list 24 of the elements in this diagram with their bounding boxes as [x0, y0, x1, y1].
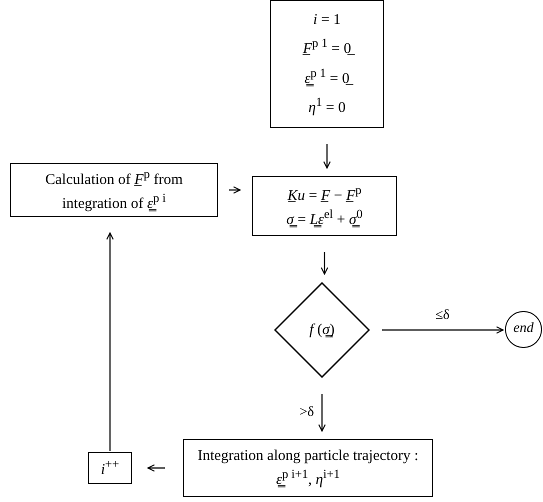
arrow: [147, 464, 165, 472]
decision-diamond: [274, 282, 370, 378]
end-circle: [505, 311, 542, 348]
equation-box: [252, 176, 397, 236]
init-box: [270, 0, 384, 128]
arrow: [320, 252, 328, 275]
arrow: [229, 186, 241, 194]
formula-text: Integration along particle trajectory :: [198, 446, 418, 466]
process-box: [183, 439, 433, 497]
arrow: [382, 326, 504, 334]
formula-text: ε̳$^{p i+1}$, η$^{i+1}$: [276, 466, 340, 490]
process-box: [10, 163, 218, 217]
arrow: [106, 232, 114, 451]
formula-text: end: [513, 320, 534, 338]
formula-text: η$^{1}$ = 0: [308, 94, 346, 118]
arrow: [318, 394, 326, 432]
formula-text: K̲u = F̲ − F̲$^{p}$: [287, 182, 362, 206]
counter-box: [88, 452, 132, 484]
formula-text: f (σ̳): [309, 320, 335, 340]
formula-text: σ̳ = L̳ε$^{el}$ + σ̳$^{0}$: [286, 206, 363, 230]
formula-text: i$^{++}$: [100, 456, 120, 480]
description-text: Calculation of F̲$^{p}$ from integration of ε̳$^{p i}$: [44, 166, 184, 214]
arrow: [323, 144, 331, 169]
formula-text: i = 1: [313, 11, 341, 30]
